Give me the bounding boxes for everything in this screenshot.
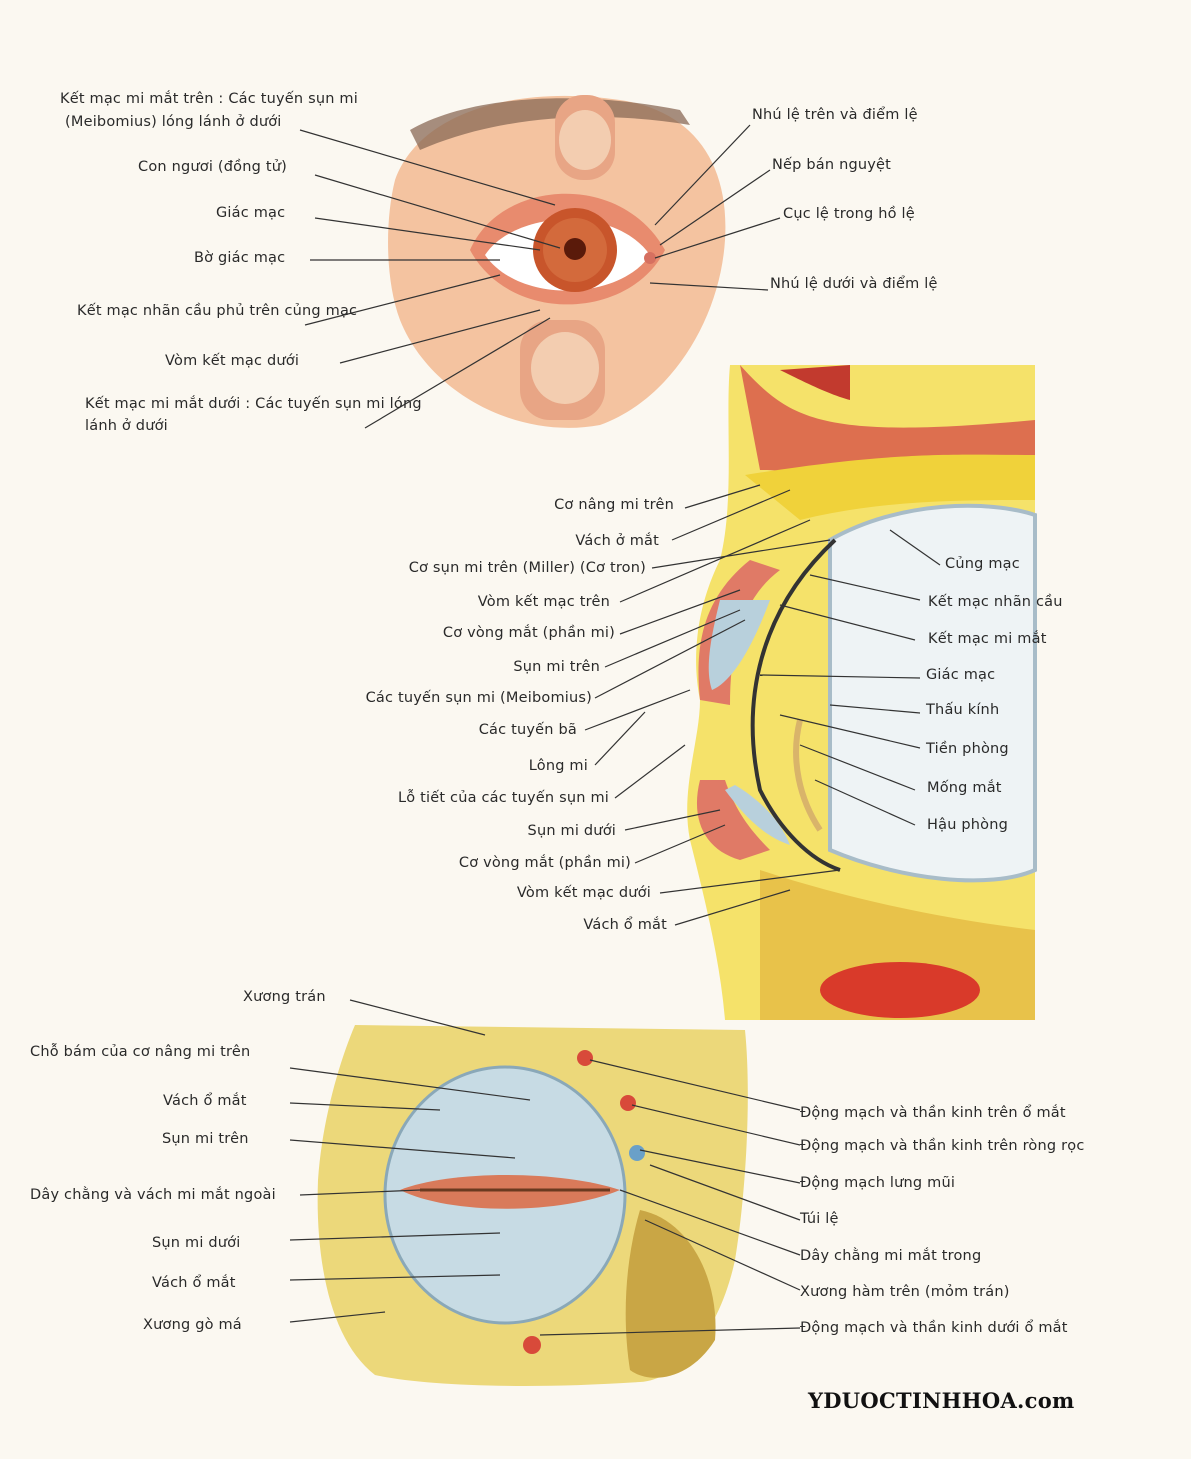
label-bulbar-conjunctiva: Kết mạc nhãn cầu phủ trên củng mạc [77,300,357,322]
label-supratrochlear-artery-nerve: Động mạch và thần kinh trên ròng rọc [800,1135,1085,1157]
label-zygomatic-bone: Xương gò má [143,1314,242,1336]
label-palpebral-conjunctiva: Kết mạc mi mắt [928,628,1047,650]
label-superior-fornix: Vòm kết mạc trên [478,591,610,613]
label-supraorbital-artery-nerve: Động mạch và thần kinh trên ổ mắt [800,1102,1066,1124]
orbit-illustration [318,1025,748,1386]
label-bulbar-conjunctiva-section: Kết mạc nhãn cầu [928,591,1063,613]
label-inferior-fornix: Vòm kết mạc dưới [165,350,299,372]
label-lower-lacrimal-papilla: Nhú lệ dưới và điểm lệ [770,273,938,295]
label-sebaceous-glands: Các tuyến bã [479,719,577,741]
label-eyelashes: Lông mi [529,755,588,777]
label-meibomian-orifices: Lỗ tiết của các tuyến sụn mi [398,787,609,809]
label-dorsal-nasal-artery: Động mạch lưng mũi [800,1172,955,1194]
label-orbital-septum: Vách ở mắt [575,530,659,552]
pupil [564,238,586,260]
label-cornea: Giác mạc [216,202,285,224]
label-lens: Thấu kính [926,699,999,721]
lower-fingernail [531,332,599,404]
label-lower-palpebral-conjunctiva-cont: lánh ở dưới [85,415,168,437]
eye-external-illustration [388,95,725,428]
label-upper-palpebral-conjunctiva: Kết mạc mi mắt trên : Các tuyến sụn mi [60,88,358,110]
label-levator-palpebrae: Cơ nâng mi trên [554,494,674,516]
label-orbital-septum-front-lower: Vách ổ mắt [152,1272,236,1294]
label-infraorbital-artery-nerve: Động mạch và thần kinh dưới ổ mắt [800,1317,1068,1339]
label-upper-palpebral-conjunctiva-cont: (Meibomius) lóng lánh ở dưới [65,111,282,133]
label-lateral-palpebral-ligament: Dây chằng và vách mi mắt ngoài [30,1184,276,1206]
label-lower-palpebral-conjunctiva: Kết mạc mi mắt dưới : Các tuyến sụn mi l… [85,393,422,415]
label-frontal-bone: Xương trán [243,986,326,1008]
label-anterior-chamber: Tiền phòng [926,738,1009,760]
label-upper-tarsus-front: Sụn mi trên [162,1128,249,1150]
watermark: YDUOCTINHHOA.com [808,1388,1075,1413]
upper-fingernail [559,110,611,170]
label-lacrimal-caruncle: Cục lệ trong hồ lệ [783,203,915,225]
label-corneal-limbus: Bờ giác mạc [194,247,285,269]
eyelid-section-illustration [687,365,1035,1020]
label-upper-lacrimal-papilla: Nhú lệ trên và điểm lệ [752,104,918,126]
label-medial-palpebral-ligament: Dây chằng mi mắt trong [800,1245,981,1267]
label-muller-muscle: Cơ sụn mi trên (Miller) (Cơ tron) [409,557,646,579]
label-sclera: Củng mạc [945,553,1020,575]
label-maxilla-frontal-process: Xương hàm trên (mỏm trán) [800,1281,1010,1303]
label-iris: Mống mắt [927,777,1002,799]
label-orbital-septum-lower: Vách ổ mắt [583,914,667,936]
lacrimal-caruncle [644,252,656,264]
label-levator-insertion: Chỗ bám của cơ nâng mi trên [30,1041,250,1063]
label-cornea-section: Giác mạc [926,664,995,686]
label-orbital-septum-front: Vách ổ mắt [163,1090,247,1112]
label-pupil: Con ngươi (đồng tử) [138,156,287,178]
label-upper-tarsus: Sụn mi trên [513,656,600,678]
label-posterior-chamber: Hậu phòng [927,814,1008,836]
label-orbicularis-lower: Cơ vòng mắt (phần mi) [459,852,631,874]
label-inferior-fornix-section: Vòm kết mạc dưới [517,882,651,904]
label-lacrimal-sac: Túi lệ [800,1208,839,1230]
label-meibomian-glands: Các tuyến sụn mi (Meibomius) [366,687,592,709]
label-plica-semilunaris: Nếp bán nguyệt [772,154,891,176]
label-lower-tarsus-front: Sụn mi dưới [152,1232,240,1254]
label-lower-tarsus: Sụn mi dưới [528,820,616,842]
label-orbicularis-upper: Cơ vòng mắt (phần mi) [443,622,615,644]
